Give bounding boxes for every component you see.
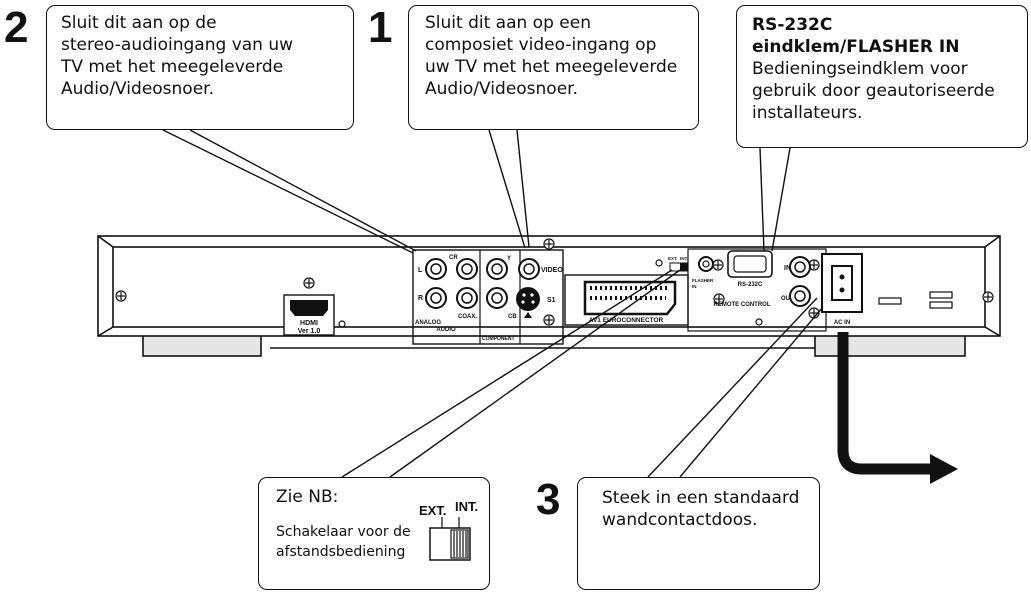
callout-rs232c-line: installateurs. bbox=[752, 103, 863, 123]
audio-left-label: L bbox=[418, 267, 423, 274]
flasher-in-label: IN bbox=[692, 284, 697, 289]
hdmi-label: HDMI bbox=[300, 320, 318, 327]
callout-rs232c-line: Bedieningseindklem voor bbox=[752, 59, 968, 79]
euroconnector-label: AV1 EUROCONNECTOR bbox=[589, 317, 664, 324]
power-cord-arrow-icon bbox=[837, 332, 958, 484]
callout-power-line: wandcontactdoos. bbox=[602, 510, 758, 530]
callout-video-line: Sluit dit aan op een bbox=[425, 13, 591, 33]
mini-jack-icons bbox=[698, 256, 811, 307]
cr-label: CR bbox=[449, 255, 458, 261]
analog-label: ANALOG bbox=[415, 320, 441, 326]
hdmi-port: HDMI Ver 1.0 bbox=[283, 294, 335, 336]
s-video-jack-icon bbox=[516, 287, 540, 318]
callout-rs232c-title: eindklem/FLASHER IN bbox=[752, 37, 960, 57]
callout-audio-line: stereo-audioingang van uw bbox=[61, 35, 294, 55]
scart-connector: AV1 EUROCONNECTOR bbox=[564, 274, 689, 326]
callout-audio-line: Audio/Videosnoer. bbox=[61, 79, 214, 99]
callout-rs232c-title: RS-232C bbox=[752, 15, 833, 35]
step-number-3: 3 bbox=[536, 475, 561, 524]
device-body bbox=[97, 235, 1001, 357]
callout-video-line: uw TV met het meegeleverde bbox=[425, 57, 678, 77]
callout-note-line: Schakelaar voor de bbox=[276, 524, 411, 540]
callout-video-line: Audio/Videosnoer. bbox=[425, 79, 578, 99]
callout-audio-line: Sluit dit aan op de bbox=[61, 13, 217, 33]
switch-ext-label: EXT. bbox=[419, 503, 446, 518]
audio-output-block: L R ANALOG AUDIO COAX. CR CB Y COMPONENT… bbox=[412, 249, 564, 345]
rs232c-port-label: RS-232C bbox=[738, 282, 763, 288]
callout-note-title: Zie NB: bbox=[276, 487, 339, 507]
rca-jack-icons bbox=[425, 258, 540, 309]
callout-rs232c bbox=[736, 5, 1028, 148]
remote-in-label: IN bbox=[784, 265, 791, 272]
cb-label: CB bbox=[508, 314, 517, 320]
ac-in-label: AC IN bbox=[834, 320, 850, 326]
ac-inlet: AC IN bbox=[821, 253, 863, 326]
callout-rs232c-text: RS-232C eindklem/FLASHER IN Bedieningsei… bbox=[752, 14, 995, 124]
vent-slots bbox=[878, 291, 953, 309]
hdmi-version-label: Ver 1.0 bbox=[298, 328, 321, 335]
remote-out-label: OUT bbox=[781, 296, 794, 302]
switch-int-label: INT. bbox=[455, 499, 478, 514]
callout-power bbox=[577, 477, 820, 590]
callout-pointers bbox=[162, 129, 823, 478]
callout-audio-line: TV met het meegeleverde bbox=[61, 57, 284, 77]
callout-video-text: Sluit dit aan op een composiet video-ing… bbox=[425, 12, 677, 100]
remote-control-block: FLASHER IN RS-232C IN OUT REMOTE CONTROL bbox=[687, 248, 827, 332]
callout-video bbox=[408, 5, 699, 130]
coax-label: COAX. bbox=[458, 314, 477, 320]
flasher-label: FLASHER bbox=[692, 278, 714, 283]
panel-int-label: INT. bbox=[680, 256, 688, 261]
video-label: VIDEO bbox=[541, 267, 563, 274]
component-label: COMPONENT bbox=[482, 336, 515, 342]
callout-note-text: Schakelaar voor de afstandsbediening bbox=[276, 522, 411, 562]
callout-power-text: Steek in een standaard wandcontactdoos. bbox=[602, 487, 799, 531]
callout-audio bbox=[46, 5, 354, 130]
remote-control-label: REMOTE CONTROL bbox=[714, 302, 771, 308]
switch-slider bbox=[450, 529, 469, 559]
step-number-2: 2 bbox=[4, 3, 29, 52]
panel-ext-label: EXT. bbox=[668, 256, 678, 261]
s1-label: S1 bbox=[547, 297, 556, 304]
callout-video-line: composiet video-ingang op bbox=[425, 35, 657, 55]
y-label: Y bbox=[507, 256, 511, 262]
callout-power-line: Steek in een standaard bbox=[602, 488, 800, 508]
callout-audio-text: Sluit dit aan op de stereo-audioingang v… bbox=[61, 12, 293, 100]
step-number-1: 1 bbox=[368, 3, 393, 52]
audio-right-label: R bbox=[418, 295, 423, 302]
switch-illustration: EXT. INT. bbox=[419, 499, 478, 561]
callout-rs232c-line: gebruik door geautoriseerde bbox=[752, 81, 995, 101]
audio-label: AUDIO bbox=[436, 327, 456, 333]
small-hole-icons bbox=[338, 259, 763, 328]
callout-note-line: afstandsbediening bbox=[276, 544, 406, 560]
